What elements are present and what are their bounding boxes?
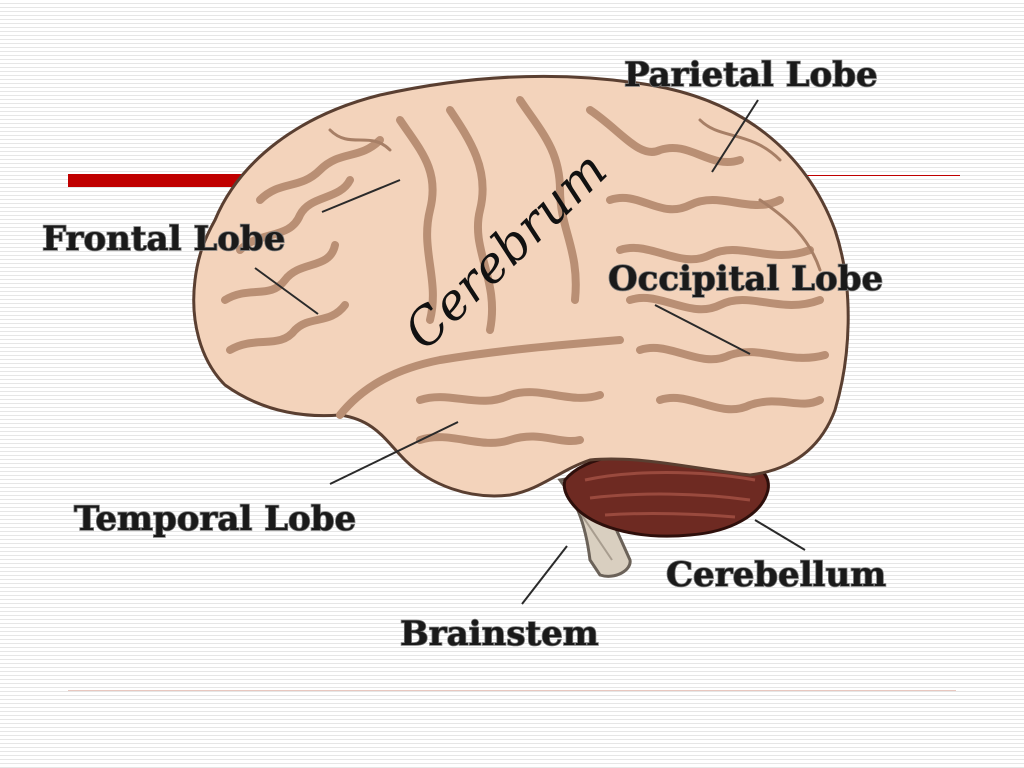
label-occipital-lobe: Occipital Lobe — [608, 259, 883, 299]
leader-brainstem — [521, 545, 568, 605]
leader-cerebellum — [754, 519, 806, 551]
cerebrum-shape — [192, 74, 850, 498]
label-parietal-lobe: Parietal Lobe — [624, 55, 878, 95]
bottom-rule — [68, 690, 956, 691]
label-temporal-lobe: Temporal Lobe — [74, 499, 356, 539]
accent-bar-left — [68, 174, 268, 187]
leader-temporal — [329, 421, 459, 485]
leader-frontal-lower — [254, 267, 319, 315]
leader-parietal — [711, 99, 759, 173]
leader-occipital — [654, 304, 751, 355]
accent-line-right — [770, 175, 960, 176]
label-brainstem: Brainstem — [400, 614, 599, 654]
label-frontal-lobe: Frontal Lobe — [42, 219, 285, 259]
label-cerebellum: Cerebellum — [666, 555, 886, 595]
leader-frontal-upper — [321, 179, 401, 213]
